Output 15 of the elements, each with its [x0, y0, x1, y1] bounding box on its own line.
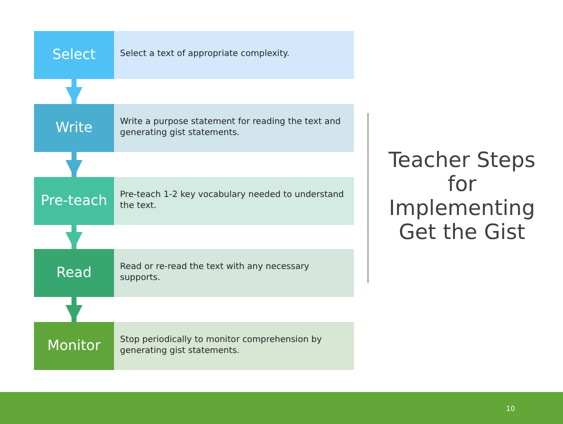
arrow [66, 152, 82, 177]
step-label: Read [34, 249, 114, 297]
step-label: Pre-teach [34, 177, 114, 225]
arrow [66, 79, 82, 104]
step-label: Write [34, 104, 114, 152]
step-description: Read or re-read the text with any necessary supports. [114, 249, 354, 297]
step-label: Select [34, 31, 114, 79]
step-description: Pre-teach 1-2 key vocabulary needed to understand the text. [114, 177, 354, 225]
step-description: Stop periodically to monitor comprehension by generating gist statements. [114, 322, 354, 370]
step-label: Monitor [34, 322, 114, 370]
arrow [66, 297, 82, 322]
arrow [66, 225, 82, 249]
step-description: Write a purpose statement for reading the text and generating gist statements. [114, 104, 354, 152]
step-description: Select a text of appropriate complexity. [114, 31, 354, 79]
slide-title: Teacher Steps for Implementing Get the Gist [388, 148, 536, 245]
